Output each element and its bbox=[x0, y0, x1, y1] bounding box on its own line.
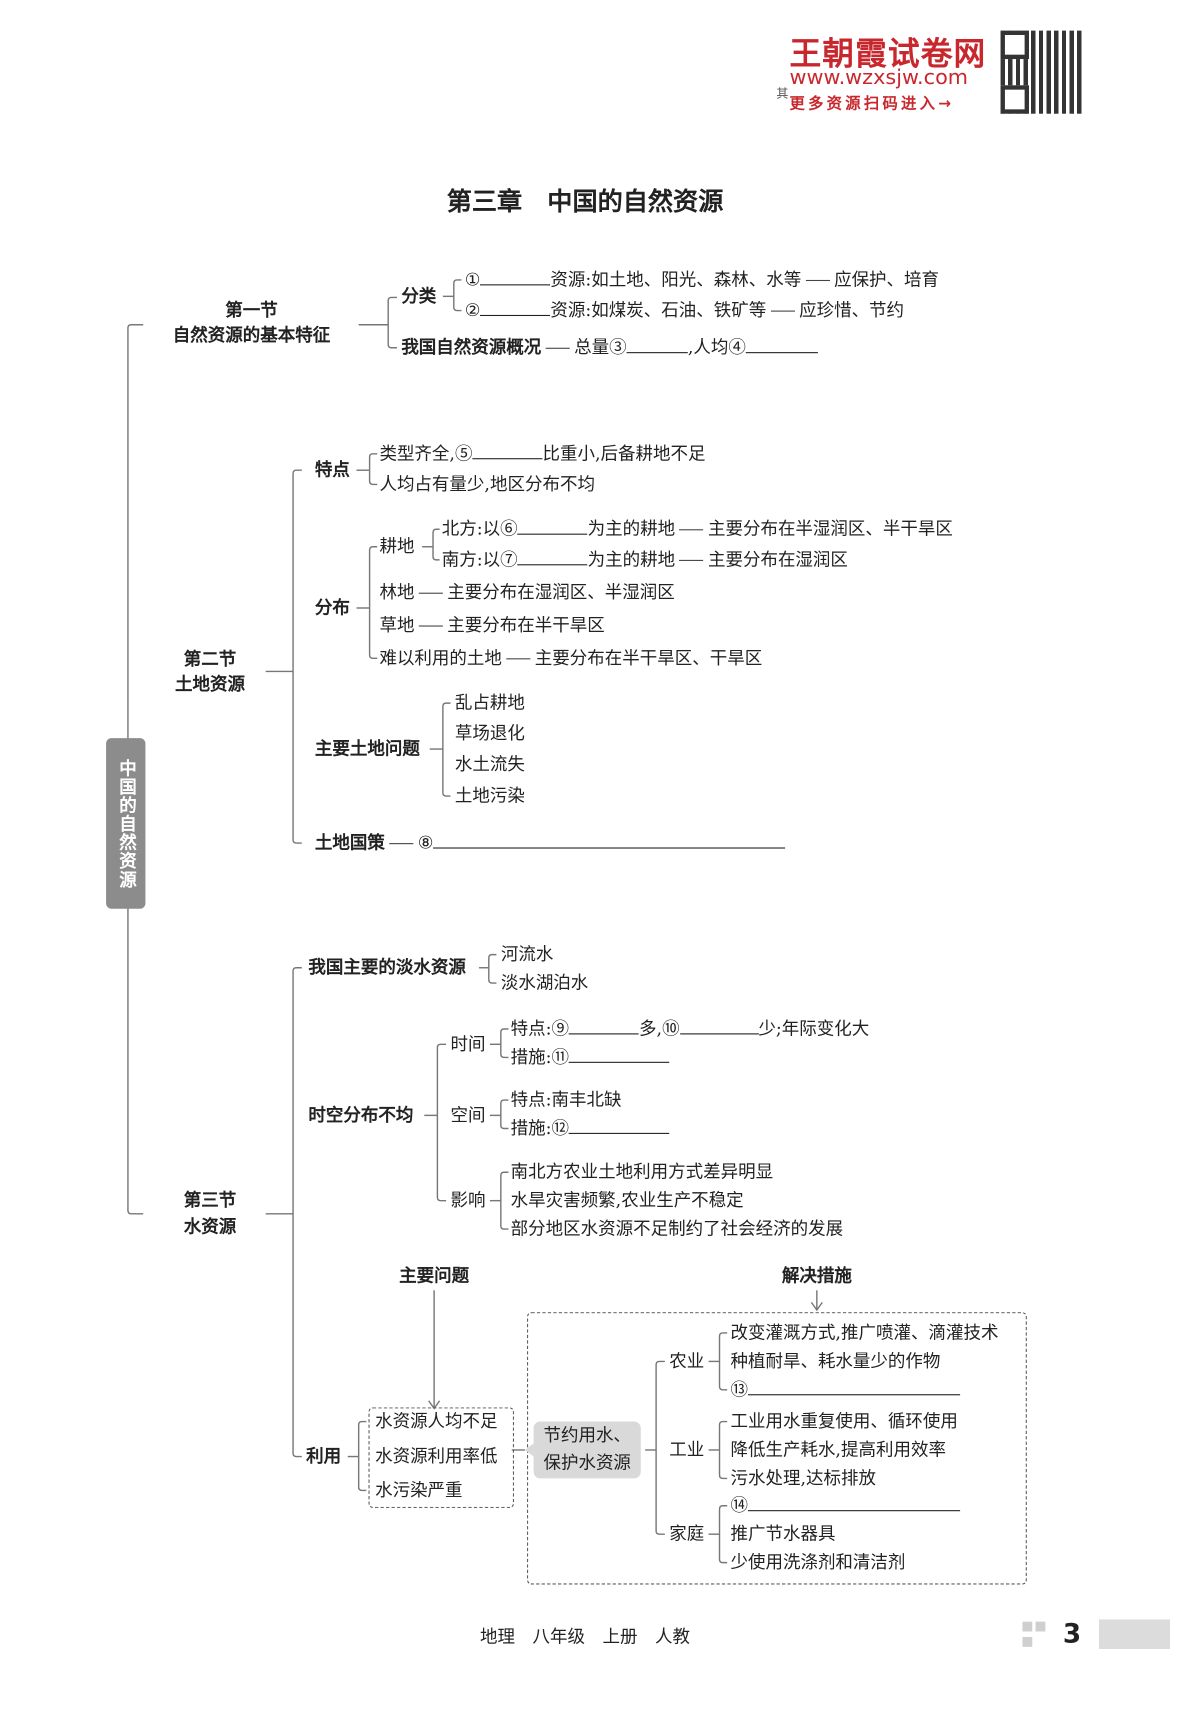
arrow-down-icon bbox=[810, 1301, 823, 1312]
bracket-line bbox=[436, 1043, 447, 1202]
s1-subtitle: 自然资源的基本特征 bbox=[172, 324, 331, 346]
problem-item: 水土流失 bbox=[454, 753, 525, 775]
problems-label: 主要土地问题 bbox=[314, 738, 420, 759]
agri-label: 农业 bbox=[669, 1350, 705, 1372]
time-label: 时间 bbox=[450, 1033, 486, 1055]
bracket-line bbox=[488, 953, 497, 984]
side-label: 中国的自然资源 bbox=[106, 738, 146, 909]
agri-item: 改变灌溉方式,推广喷灌、滴灌技术 bbox=[730, 1322, 999, 1343]
problem-item: 土地污染 bbox=[454, 785, 525, 806]
impact-item: 部分地区水资源不足制约了社会经济的发展 bbox=[510, 1218, 844, 1239]
water-problem: 水资源人均不足 bbox=[375, 1410, 498, 1432]
s3-title: 第三节 bbox=[183, 1189, 237, 1211]
brand-name: 王朝霞试卷网 bbox=[789, 34, 987, 73]
feature-label: 特点 bbox=[314, 459, 350, 481]
feature-item: 人均占有量少,地区分布不均 bbox=[379, 473, 595, 495]
decor-square bbox=[1022, 1621, 1033, 1632]
hard-land-item: 难以利用的土地主要分布在半干旱区、干旱区 bbox=[379, 647, 763, 669]
space-measure: 措施:⑫ bbox=[511, 1118, 670, 1140]
use-label: 利用 bbox=[306, 1445, 342, 1467]
decor-square bbox=[1035, 1621, 1046, 1632]
home-item: ⑭ bbox=[730, 1495, 961, 1517]
home-item: 推广节水器具 bbox=[730, 1523, 836, 1545]
page-title: 第三章 中国的自然资源 bbox=[446, 188, 724, 217]
impact-label: 影响 bbox=[450, 1189, 486, 1211]
page-number: 3 bbox=[1062, 1618, 1082, 1649]
qr-code-icon[interactable] bbox=[1000, 30, 1084, 114]
problem-item: 草场退化 bbox=[454, 722, 525, 744]
bracket-line bbox=[500, 1171, 509, 1230]
bracket-line bbox=[453, 279, 462, 312]
industry-item: 污水处理,达标排放 bbox=[730, 1467, 876, 1489]
industry-item: 工业用水重复使用、循环使用 bbox=[730, 1410, 958, 1432]
s3-subtitle: 水资源 bbox=[183, 1215, 237, 1237]
industry-label: 工业 bbox=[669, 1439, 705, 1460]
home-label: 家庭 bbox=[669, 1523, 705, 1545]
impact-item: 南北方农业土地利用方式差异明显 bbox=[510, 1161, 774, 1183]
fresh-water-label: 我国主要的淡水资源 bbox=[308, 956, 466, 978]
bracket-line bbox=[368, 453, 378, 486]
brand-url: www.wzxsjw.com bbox=[789, 65, 969, 90]
bracket-line bbox=[368, 546, 378, 659]
bracket-line bbox=[387, 296, 397, 349]
grass-item: 草地主要分布在半干旱区 bbox=[379, 614, 605, 636]
agri-item: ⑬ bbox=[730, 1379, 961, 1401]
arrow-down-icon bbox=[428, 1400, 441, 1410]
s2-title: 第二节 bbox=[183, 648, 237, 670]
space-feature: 特点:南丰北缺 bbox=[510, 1089, 622, 1110]
bracket-line bbox=[292, 469, 302, 844]
bracket-line bbox=[655, 1360, 665, 1535]
s1-title: 第一节 bbox=[225, 299, 278, 321]
bracket-line bbox=[432, 528, 440, 561]
industry-item: 降低生产耗水,提高利用效率 bbox=[730, 1439, 946, 1460]
water-problem: 水污染严重 bbox=[375, 1479, 463, 1501]
distribution-label: 分布 bbox=[314, 597, 350, 618]
overview-line: 我国自然资源概况总量③,人均④ bbox=[401, 337, 819, 359]
problem-item: 乱占耕地 bbox=[454, 692, 525, 713]
agri-item: 种植耐旱、耗水量少的作物 bbox=[730, 1350, 941, 1372]
fresh-item: 河流水 bbox=[500, 943, 554, 965]
side-char: 其 bbox=[776, 86, 789, 101]
classify-label: 分类 bbox=[401, 285, 437, 307]
s2-subtitle: 土地资源 bbox=[174, 673, 245, 695]
water-problem: 水资源利用率低 bbox=[375, 1445, 498, 1467]
impact-item: 水旱灾害频繁,农业生产不稳定 bbox=[510, 1189, 744, 1211]
solutions-label: 解决措施 bbox=[781, 1265, 852, 1286]
brand-cta: 更多资源扫码进入→ bbox=[789, 95, 955, 113]
fresh-item: 淡水湖泊水 bbox=[500, 972, 589, 993]
footer-text: 地理 八年级 上册 人教 bbox=[480, 1626, 691, 1647]
forest-item: 林地主要分布在湿润区、半湿润区 bbox=[379, 581, 675, 603]
bracket-line bbox=[357, 1420, 367, 1492]
decor-square bbox=[1022, 1636, 1033, 1647]
problems-box bbox=[368, 1407, 514, 1508]
main-problems-label: 主要问题 bbox=[399, 1265, 470, 1286]
bracket-line bbox=[500, 1028, 509, 1059]
space-label: 空间 bbox=[450, 1104, 486, 1126]
time-measure: 措施:⑪ bbox=[511, 1046, 670, 1068]
bracket-line bbox=[442, 702, 451, 797]
farmland-label: 耕地 bbox=[379, 535, 415, 557]
bracket-line bbox=[500, 1099, 509, 1130]
center-node: 节约用水、保护水资源 bbox=[524, 1421, 641, 1479]
page-bar bbox=[1098, 1619, 1171, 1649]
bracket-line bbox=[292, 967, 302, 1458]
home-item: 少使用洗涤剂和清洁剂 bbox=[730, 1551, 906, 1573]
uneven-label: 时空分布不均 bbox=[308, 1104, 414, 1126]
